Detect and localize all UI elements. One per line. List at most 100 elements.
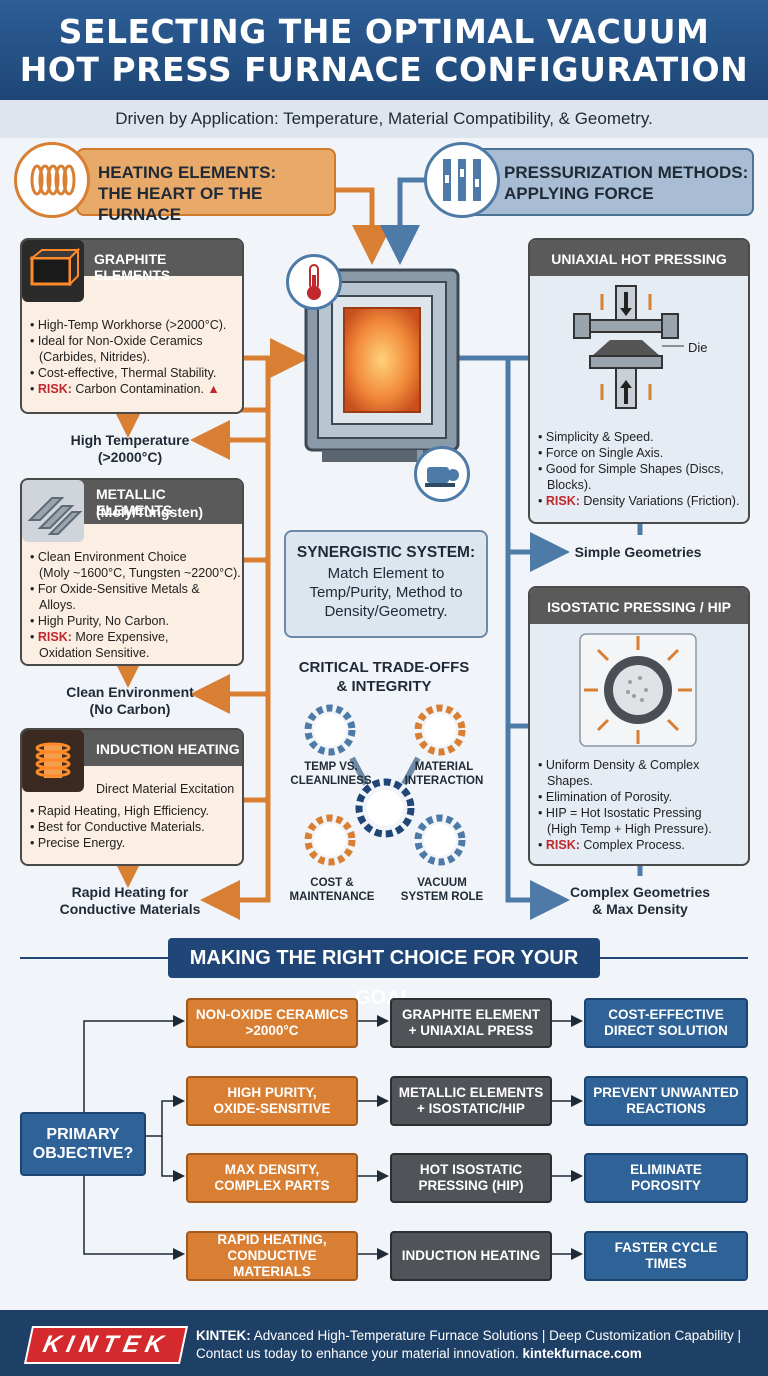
footer-line1: KINTEK: Advanced High-Temperature Furnac… xyxy=(196,1328,741,1343)
subtitle: Driven by Application: Temperature, Mate… xyxy=(115,109,653,128)
gear3-line2: MAINTENANCE xyxy=(289,891,375,903)
vacuum-pump-icon xyxy=(414,446,470,502)
uniaxial-card-head: UNIAXIAL HOT PRESSING xyxy=(530,240,748,276)
isostatic-bullets: • Uniform Density & Complex Shapes. • El… xyxy=(538,758,712,854)
primary-objective-box: PRIMARY OBJECTIVE? xyxy=(20,1112,146,1176)
induction-bullets: • Rapid Heating, High Efficiency. • Best… xyxy=(30,804,209,852)
heating-coil-icon xyxy=(14,142,90,218)
metallic-bullet-1b: (Moly ~1600°C, Tungsten ~2200°C). xyxy=(39,566,241,580)
goal-high-purity: HIGH PURITY,OXIDE-SENSITIVE xyxy=(186,1076,358,1126)
die-label: Die xyxy=(688,340,708,355)
warning-icon: ▲ xyxy=(207,382,220,396)
isostatic-risk: • RISK: Complex Process. xyxy=(538,838,685,852)
synergy-line1: Match Element to xyxy=(327,565,445,582)
press-pistons-icon xyxy=(424,142,500,218)
gear-vacuum-system: VACUUM SYSTEM ROLE xyxy=(392,876,492,904)
induction-bullet-1: • Rapid Heating, High Efficiency. xyxy=(30,804,210,818)
footer-link[interactable]: kintekfurnace.com xyxy=(522,1346,642,1361)
pressurization-header: PRESSURIZATION METHODS: APPLYING FORCE xyxy=(468,148,754,216)
pressure-title-line1: PRESSURIZATION METHODS: xyxy=(504,163,749,182)
graphite-bullets: • High-Temp Workhorse (>2000°C). • Ideal… xyxy=(30,318,226,398)
synergy-box: SYNERGISTIC SYSTEM: Match Element to Tem… xyxy=(284,530,488,638)
isostatic-outcome-line1: Complex Geometries xyxy=(569,884,711,900)
uniaxial-bullet-3b: Blocks). xyxy=(547,478,592,492)
footer-brand: KINTEK: xyxy=(196,1328,251,1343)
metallic-title-line2: (Moly/Tungsten) xyxy=(96,504,204,520)
config-metallic-isostatic: METALLIC ELEMENTS+ ISOSTATIC/HIP xyxy=(390,1076,552,1126)
induction-card: INDUCTION HEATING Direct Material Excita… xyxy=(20,728,244,866)
graphite-outcome-line2: (>2000°C) xyxy=(97,449,163,465)
gear-temp-cleanliness: TEMP VS. CLEANLINESS xyxy=(286,760,376,788)
isostatic-card: ISOSTATIC PRESSING / HIP • Uniform Densi… xyxy=(528,586,750,866)
metallic-risk-b: Oxidation Sensitive. xyxy=(39,646,150,660)
heating-elements-header: HEATING ELEMENTS: THE HEART OF THE FURNA… xyxy=(76,148,336,224)
gear-material-interaction: MATERIAL INTERACTION xyxy=(398,760,490,788)
connector-lines xyxy=(108,177,643,920)
uniaxial-title: UNIAXIAL HOT PRESSING xyxy=(551,251,727,267)
gear4-line1: VACUUM xyxy=(417,877,467,889)
graphite-bullet-3: • Cost-effective, Thermal Stability. xyxy=(30,366,217,380)
uniaxial-outcome: Simple Geometries xyxy=(574,544,702,560)
tradeoffs-gears xyxy=(304,704,466,866)
metallic-bullets: • Clean Environment Choice (Moly ~1600°C… xyxy=(30,550,241,662)
gear2-line1: MATERIAL xyxy=(414,761,474,773)
metallic-outcome-line2: (No Carbon) xyxy=(89,701,171,717)
tradeoffs-title-line1: CRITICAL TRADE-OFFS xyxy=(298,659,470,676)
isostatic-title: ISOSTATIC PRESSING / HIP xyxy=(547,599,731,615)
objective-line1: PRIMARY xyxy=(46,1126,120,1143)
induction-outcome: Rapid Heating for Conductive Materials xyxy=(44,884,216,918)
graphite-outcome-line1: High Temperature xyxy=(70,432,190,448)
footer-line2: Contact us today to enhance your materia… xyxy=(196,1346,642,1361)
title-line1: SELECTING THE OPTIMAL VACUUM xyxy=(58,12,710,51)
graphite-outcome: High Temperature (>2000°C) xyxy=(60,432,200,466)
graphite-title: GRAPHITE ELEMENTS xyxy=(94,251,171,283)
isostatic-outcome-line2: & Max Density xyxy=(592,901,688,917)
subtitle-bar: Driven by Application: Temperature, Mate… xyxy=(0,100,768,138)
furnace-illustration xyxy=(304,268,460,485)
uniaxial-bullet-3: • Good for Simple Shapes (Discs, xyxy=(538,462,724,476)
choice-title: MAKING THE RIGHT CHOICE FOR YOUR GOAL xyxy=(168,938,600,1009)
induction-title: INDUCTION HEATING xyxy=(96,741,240,757)
synergy-line3: Density/Geometry. xyxy=(324,603,448,620)
induction-bullet-2: • Best for Conductive Materials. xyxy=(30,820,205,834)
metal-bars-icon xyxy=(22,480,84,542)
tradeoffs-title: CRITICAL TRADE-OFFS & INTEGRITY xyxy=(284,658,484,696)
header-banner: SELECTING THE OPTIMAL VACUUM HOT PRESS F… xyxy=(0,0,768,100)
goal-rapid-heating: RAPID HEATING,CONDUCTIVE MATERIALS xyxy=(186,1231,358,1281)
metallic-bullet-3: • High Purity, No Carbon. xyxy=(30,614,169,628)
goal-non-oxide: NON-OXIDE CERAMICS>2000°C xyxy=(186,998,358,1048)
goal-max-density: MAX DENSITY,COMPLEX PARTS xyxy=(186,1153,358,1203)
graphite-bullet-1: • High-Temp Workhorse (>2000°C). xyxy=(30,318,227,332)
uniaxial-bullets: • Simplicity & Speed. • Force on Single … xyxy=(538,430,739,510)
isostatic-bullet-1: • Uniform Density & Complex xyxy=(538,758,700,772)
induction-outcome-line1: Rapid Heating for xyxy=(71,884,189,900)
induction-coil-icon xyxy=(22,730,84,792)
isostatic-bullet-2: • Elimination of Porosity. xyxy=(538,790,673,804)
gear2-line2: INTERACTION xyxy=(404,775,484,787)
metallic-outcome-line1: Clean Environment xyxy=(66,684,194,700)
isostatic-outcome: Complex Geometries & Max Density xyxy=(560,884,720,918)
footer-line2-text: Contact us today to enhance your materia… xyxy=(196,1346,519,1361)
isostatic-press-icon xyxy=(579,633,697,747)
objective-line2: OBJECTIVE? xyxy=(32,1145,134,1162)
uniaxial-card: UNIAXIAL HOT PRESSING Die • Simplicity &… xyxy=(528,238,750,524)
graphite-bullet-2: • Ideal for Non-Oxide Ceramics xyxy=(30,334,203,348)
gear1-line1: TEMP VS. xyxy=(304,761,358,773)
gear3-line1: COST & xyxy=(310,877,354,889)
metallic-title-line1: METALLIC ELEMENTS xyxy=(96,486,173,518)
thermometer-icon xyxy=(286,254,342,310)
metallic-bullet-1: • Clean Environment Choice xyxy=(30,550,187,564)
synergy-line2: Temp/Purity, Method to xyxy=(309,584,463,601)
metallic-bullet-2b: Alloys. xyxy=(39,598,76,612)
isostatic-bullet-1b: Shapes. xyxy=(547,774,593,788)
gear1-line2: CLEANLINESS xyxy=(290,775,372,787)
isostatic-card-head: ISOSTATIC PRESSING / HIP xyxy=(530,588,748,624)
graphite-block-icon xyxy=(22,240,84,302)
gear-cost-maintenance: COST & MAINTENANCE xyxy=(282,876,382,904)
kintek-logo: KINTEK xyxy=(23,1326,189,1364)
